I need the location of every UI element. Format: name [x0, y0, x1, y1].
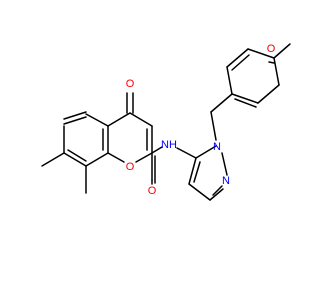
pyrazole-n1-label: N: [213, 141, 221, 153]
bond: [193, 161, 201, 183]
bond: [63, 111, 87, 120]
bond: [231, 54, 250, 71]
bond: [257, 84, 280, 104]
bond: [151, 146, 163, 154]
bond: [63, 152, 87, 167]
bond: [212, 185, 223, 196]
bond: [234, 98, 257, 108]
bond: [107, 112, 131, 127]
bond: [268, 61, 275, 64]
bond: [210, 111, 217, 141]
bond: [226, 48, 249, 68]
molecule-diagram: O O O NH N N O: [41, 43, 291, 201]
bond: [135, 152, 153, 163]
bond: [176, 147, 197, 159]
bond: [210, 93, 233, 113]
ketone-oxygen-label: O: [126, 78, 135, 90]
amide-oxygen-label: O: [148, 185, 157, 197]
bond: [221, 152, 228, 176]
methoxy-oxygen-label: O: [267, 43, 276, 55]
bonds: [41, 43, 291, 201]
bond: [129, 112, 153, 127]
amide-nh-label: NH: [161, 139, 177, 151]
pyrazole-n2-label: N: [222, 175, 230, 187]
bond: [273, 57, 280, 86]
bond: [231, 93, 259, 104]
bond: [63, 116, 87, 125]
bond: [226, 66, 233, 95]
bond: [195, 145, 217, 159]
bond: [85, 113, 109, 127]
ring-oxygen-label: O: [126, 161, 135, 173]
bond: [67, 149, 87, 162]
bond: [107, 152, 125, 163]
bond: [273, 43, 291, 59]
bond: [188, 183, 211, 201]
bond: [247, 48, 275, 59]
bond: [209, 188, 224, 201]
bond: [188, 157, 197, 185]
bond: [41, 152, 65, 167]
atom-labels: O O O NH N N O: [126, 43, 276, 197]
bond: [85, 152, 109, 167]
structure-drawing: O O O NH N N O: [41, 43, 291, 201]
